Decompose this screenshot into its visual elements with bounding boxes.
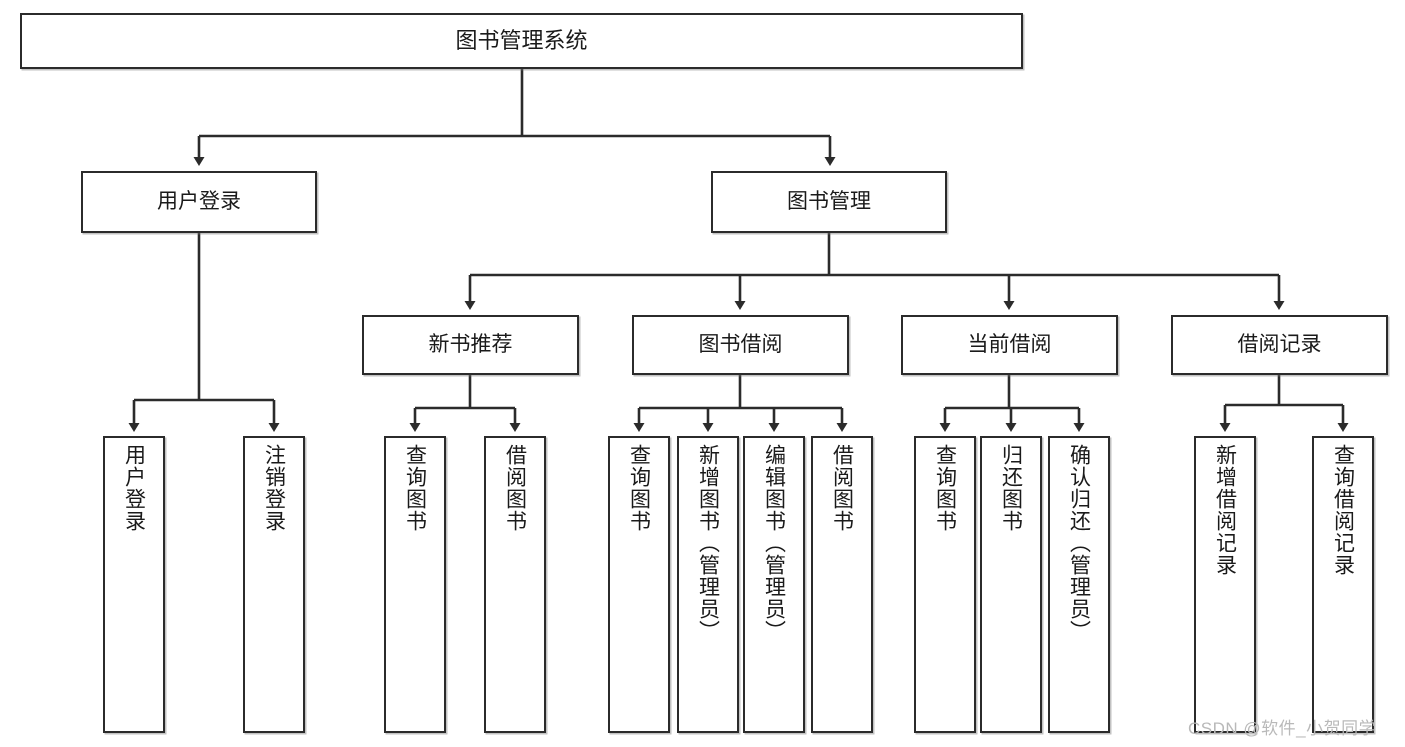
node-leaf-add-borrow-record-label: 新增借阅记录 — [1213, 444, 1237, 576]
node-leaf-confirm-return-admin[interactable]: 确认归还（管理员） — [1048, 436, 1110, 733]
node-book-manage-label: 图书管理 — [787, 189, 871, 213]
node-leaf-return-book[interactable]: 归还图书 — [980, 436, 1042, 733]
node-current-borrow-label: 当前借阅 — [967, 332, 1052, 356]
node-leaf-edit-book-admin[interactable]: 编辑图书（管理员） — [743, 436, 805, 733]
node-leaf-borrow-book-rec-label: 借阅图书 — [503, 444, 527, 532]
node-leaf-add-borrow-record[interactable]: 新增借阅记录 — [1194, 436, 1256, 733]
node-current-borrow[interactable]: 当前借阅 — [901, 315, 1118, 375]
node-leaf-query-book-rec[interactable]: 查询图书 — [384, 436, 446, 733]
node-leaf-query-borrow-record-label: 查询借阅记录 — [1331, 444, 1355, 576]
node-leaf-borrow-book-label: 借阅图书 — [830, 444, 854, 532]
node-leaf-user-login[interactable]: 用户登录 — [103, 436, 165, 733]
node-leaf-query-book-current-label: 查询图书 — [933, 444, 957, 532]
node-leaf-query-book-borrow-label: 查询图书 — [627, 444, 651, 532]
node-user-login-label: 用户登录 — [157, 189, 241, 213]
node-new-book-recommend[interactable]: 新书推荐 — [362, 315, 579, 375]
node-leaf-return-book-label: 归还图书 — [999, 444, 1023, 532]
node-leaf-edit-book-admin-label: 编辑图书（管理员） — [762, 444, 786, 642]
node-book-borrow[interactable]: 图书借阅 — [632, 315, 849, 375]
node-new-book-recommend-label: 新书推荐 — [428, 332, 513, 356]
node-leaf-logout[interactable]: 注销登录 — [243, 436, 305, 733]
node-leaf-user-login-label: 用户登录 — [122, 444, 146, 532]
node-book-borrow-label: 图书借阅 — [698, 332, 783, 356]
node-leaf-query-book-rec-label: 查询图书 — [403, 444, 427, 532]
node-leaf-logout-label: 注销登录 — [262, 444, 286, 532]
node-leaf-query-book-current[interactable]: 查询图书 — [914, 436, 976, 733]
node-leaf-add-book-admin-label: 新增图书（管理员） — [696, 444, 720, 642]
node-borrow-record[interactable]: 借阅记录 — [1171, 315, 1388, 375]
node-leaf-borrow-book-rec[interactable]: 借阅图书 — [484, 436, 546, 733]
node-leaf-borrow-book[interactable]: 借阅图书 — [811, 436, 873, 733]
node-root-label: 图书管理系统 — [455, 28, 588, 54]
node-leaf-confirm-return-admin-label: 确认归还（管理员） — [1067, 444, 1091, 642]
node-leaf-add-book-admin[interactable]: 新增图书（管理员） — [677, 436, 739, 733]
node-leaf-query-book-borrow[interactable]: 查询图书 — [608, 436, 670, 733]
node-book-manage[interactable]: 图书管理 — [711, 171, 947, 233]
node-root[interactable]: 图书管理系统 — [20, 13, 1023, 69]
node-borrow-record-label: 借阅记录 — [1237, 332, 1322, 356]
node-user-login[interactable]: 用户登录 — [81, 171, 317, 233]
node-leaf-query-borrow-record[interactable]: 查询借阅记录 — [1312, 436, 1374, 733]
